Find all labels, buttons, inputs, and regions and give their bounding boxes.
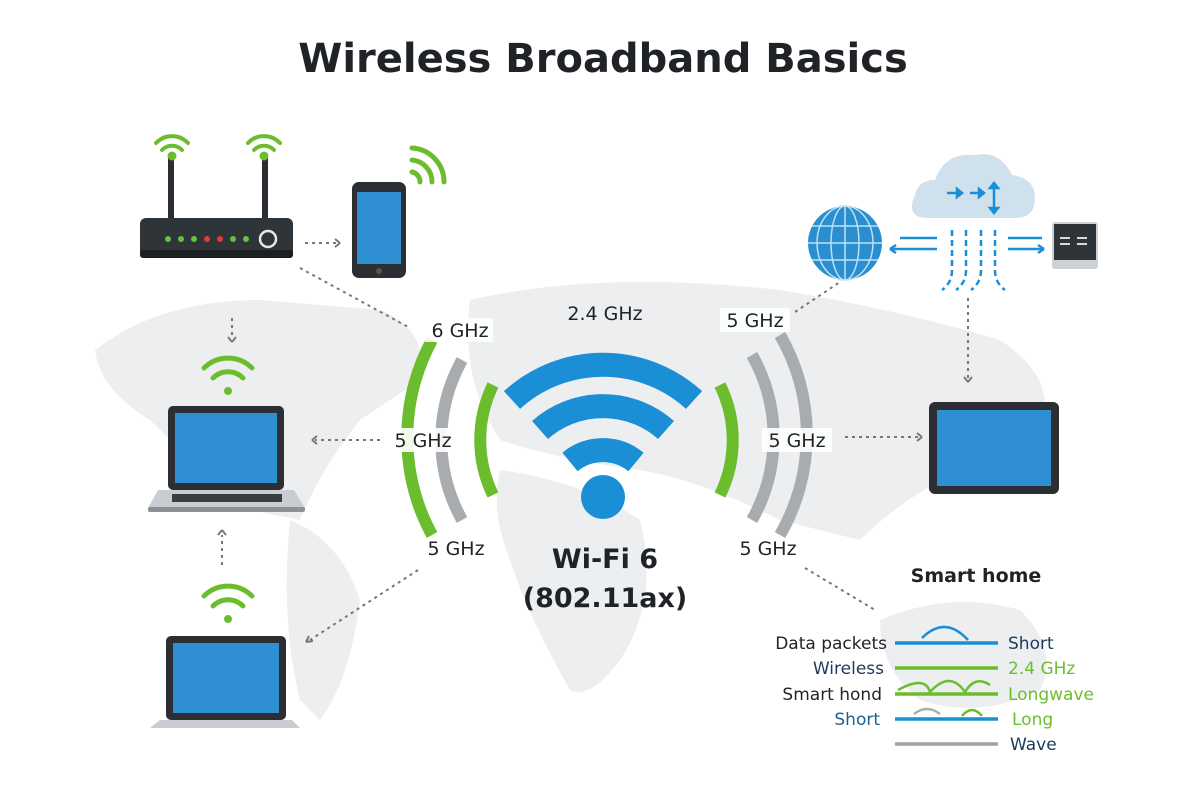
wifi-signal-icon	[201, 583, 255, 623]
smartphone-icon	[352, 182, 406, 278]
band-label: 5 GHz	[427, 538, 484, 560]
band-label: 5 GHz	[739, 538, 796, 560]
legend-row-label: Wireless	[813, 659, 884, 679]
legend-wave-mark	[921, 625, 969, 641]
legend-row-label: Short	[834, 710, 880, 730]
legend-title: Smart home	[911, 565, 1042, 587]
band-label: 5 GHz	[394, 430, 451, 452]
legend-row-label: Smart hond	[782, 685, 882, 705]
legend-row-value: Wave	[1010, 735, 1057, 755]
band-label: 5 GHz	[768, 430, 825, 452]
legend-wave-mark	[913, 707, 941, 716]
band-label: 2.4 GHz	[567, 303, 642, 325]
laptop-icon	[150, 636, 300, 728]
smart-home-legend: Smart home Data packets Wireless Smart h…	[775, 565, 1094, 755]
legend-wave-mark	[897, 679, 991, 695]
laptop-icon	[148, 406, 305, 512]
wifi-center-icon	[503, 352, 703, 519]
wifi-signal-icon	[409, 145, 447, 185]
legend-row-value: Longwave	[1008, 685, 1094, 705]
world-map-background	[95, 282, 1047, 720]
router	[140, 158, 293, 258]
data-stream-lines	[889, 230, 1045, 292]
wifi-signal-icon	[154, 134, 282, 161]
globe-icon	[808, 205, 882, 281]
cloud-icon	[911, 154, 1035, 218]
page-title: Wireless Broadband Basics	[298, 36, 908, 82]
tablet-icon	[929, 402, 1059, 494]
router-led-lights	[165, 236, 249, 242]
band-label: 5 GHz	[726, 310, 783, 332]
legend-row-value: Long	[1012, 710, 1053, 730]
legend-row-value: 2.4 GHz	[1008, 659, 1075, 679]
wifi-standard-name: Wi-Fi 6	[552, 544, 658, 575]
server-icon	[1052, 222, 1098, 269]
connector-lines	[217, 238, 973, 643]
band-label: 6 GHz	[431, 320, 488, 342]
legend-wave-mark	[961, 708, 983, 717]
legend-row-label: Data packets	[775, 634, 887, 654]
wifi-standard-code: (802.11ax)	[523, 583, 688, 614]
wifi-signal-icon	[201, 355, 255, 395]
legend-row-value: Short	[1008, 634, 1054, 654]
